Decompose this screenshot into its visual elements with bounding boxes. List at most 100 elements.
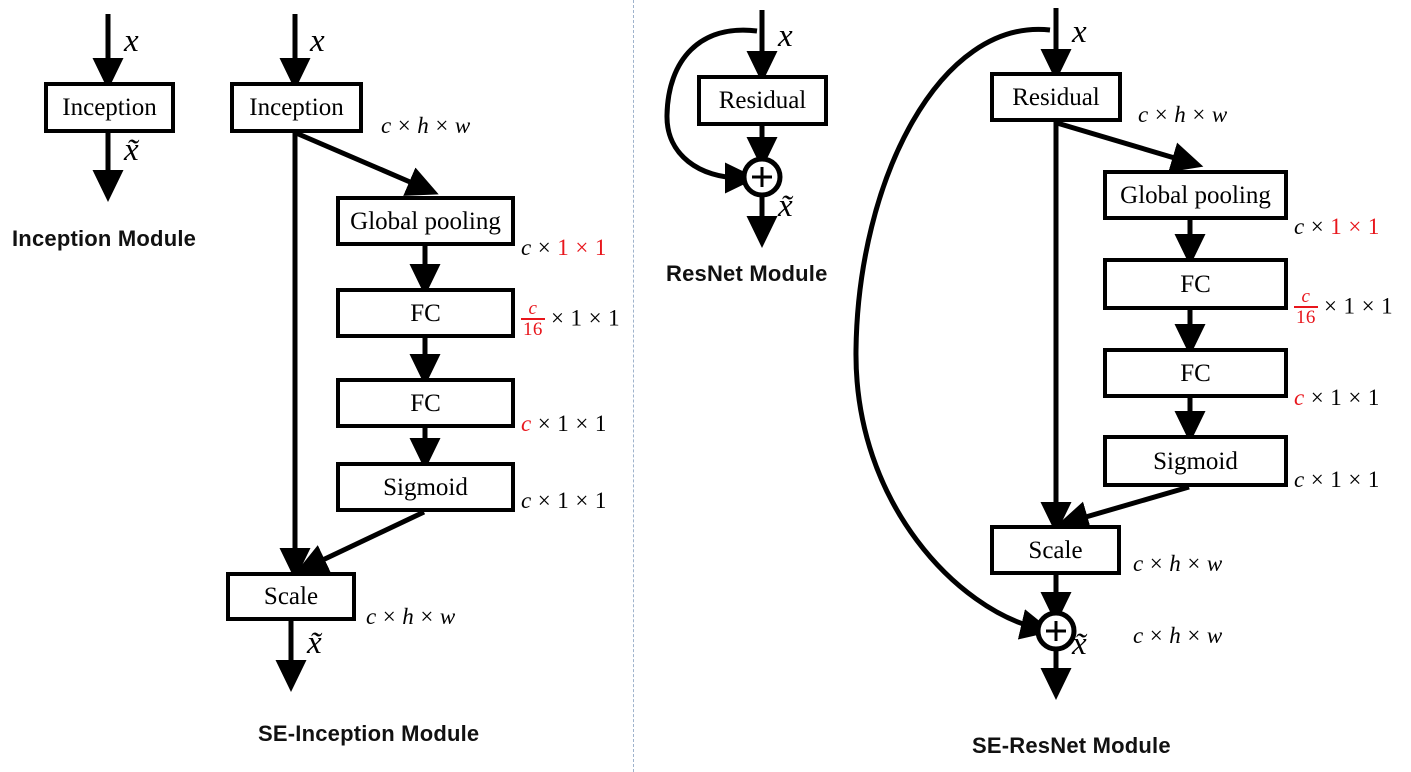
block-scale-se-inception[interactable]: Scale (226, 572, 356, 621)
shape-label-scale-se-inception: c × h × w (366, 605, 456, 628)
times-sign: × (1310, 467, 1325, 492)
times-sign: × (537, 411, 552, 436)
shape-one: 1 (1330, 214, 1343, 239)
shape-w: w (454, 113, 471, 138)
caption-resnet-module: ResNet Module (666, 261, 828, 286)
block-label: Scale (1028, 536, 1083, 564)
times-sign: × (1187, 551, 1201, 576)
output-symbol-xtilde-se-inception: x̃ (307, 625, 322, 661)
shape-w: w (439, 604, 456, 629)
times-sign: × (588, 305, 602, 331)
block-residual-se[interactable]: Residual (990, 72, 1122, 122)
shape-w: w (1206, 551, 1223, 576)
shape-one: 1 (570, 305, 583, 331)
block-fc2-se-inception[interactable]: FC (336, 378, 515, 428)
block-label: Global pooling (1120, 181, 1271, 209)
block-sigmoid-se-inception[interactable]: Sigmoid (336, 462, 515, 512)
times-sign: × (537, 235, 552, 260)
times-sign: × (1192, 102, 1206, 127)
shape-label-scale-se-resnet: c × h × w (1133, 552, 1223, 575)
block-label: Inception (249, 94, 344, 121)
times-sign: × (575, 488, 589, 513)
times-sign: × (397, 113, 412, 138)
times-sign: × (1323, 293, 1338, 319)
block-label: FC (1180, 270, 1211, 298)
shape-label-residual: c × h × w (1138, 103, 1228, 126)
times-sign: × (1154, 102, 1169, 127)
denominator: 16 (523, 319, 543, 340)
times-sign: × (435, 113, 449, 138)
block-label: FC (1180, 359, 1211, 387)
shape-one: 1 (594, 235, 607, 260)
block-fc1-se-inception[interactable]: FC (336, 288, 515, 338)
times-sign: × (1149, 623, 1164, 648)
shape-h: h (1174, 102, 1187, 127)
shape-one: 1 (1343, 293, 1356, 319)
shape-c: c (1294, 214, 1305, 239)
block-label: Inception (62, 94, 157, 121)
block-sigmoid-se-resnet[interactable]: Sigmoid (1103, 435, 1288, 487)
shape-one: 1 (557, 411, 570, 436)
block-residual-plain[interactable]: Residual (697, 75, 828, 126)
numerator: c (528, 298, 538, 319)
block-label: FC (410, 299, 441, 327)
shape-one: 1 (1330, 385, 1343, 410)
branch-to-global-pooling-se-resnet (1056, 120, 1204, 173)
block-fc2-se-resnet[interactable]: FC (1103, 348, 1288, 398)
denominator: 16 (1296, 307, 1316, 328)
block-inception-se[interactable]: Inception (230, 82, 363, 133)
input-symbol-x-inception: x (124, 23, 139, 59)
arrow-sigmoid-scale-se-resnet (1056, 484, 1190, 532)
times-sign: × (1348, 467, 1362, 492)
shape-label-sigmoid-se-inception: c × 1 × 1 (521, 489, 607, 512)
shape-label-fc2-se-resnet: c × 1 × 1 (1294, 386, 1380, 409)
shape-label-fc1-se-inception: c 16 × 1 × 1 (521, 298, 620, 340)
shape-one: 1 (557, 488, 570, 513)
shape-c: c (521, 235, 532, 260)
times-sign: × (1149, 551, 1164, 576)
block-label: Sigmoid (1153, 447, 1238, 475)
shape-one: 1 (1367, 467, 1380, 492)
shape-one: 1 (1381, 293, 1393, 319)
times-sign: × (1361, 293, 1375, 319)
shape-one: 1 (594, 411, 607, 436)
fraction-bar (521, 318, 545, 320)
times-sign: × (1348, 385, 1362, 410)
fraction-bar (1294, 306, 1318, 308)
shape-one: 1 (1367, 214, 1380, 239)
block-label: Residual (718, 87, 807, 114)
shape-c: c (1133, 551, 1144, 576)
block-inception-plain[interactable]: Inception (44, 82, 175, 133)
shape-label-sigmoid-se-resnet: c × 1 × 1 (1294, 468, 1380, 491)
arrow-sigmoid-scale-se-inception (295, 509, 426, 574)
block-global-pooling-se-inception[interactable]: Global pooling (336, 196, 515, 246)
shape-h: h (1169, 623, 1182, 648)
output-symbol-xtilde-se-resnet: x̃ (1072, 626, 1087, 662)
shape-one: 1 (608, 305, 620, 331)
shape-label-global-pooling-se-inception: c × 1 × 1 (521, 236, 607, 259)
caption-se-resnet-module: SE-ResNet Module (972, 733, 1171, 758)
block-scale-se-resnet[interactable]: Scale (990, 525, 1121, 575)
shape-c: c (1294, 467, 1305, 492)
block-fc1-se-resnet[interactable]: FC (1103, 258, 1288, 310)
panel-divider (633, 0, 634, 772)
block-global-pooling-se-resnet[interactable]: Global pooling (1103, 170, 1288, 220)
caption-inception-module: Inception Module (12, 226, 197, 251)
numerator: c (1301, 286, 1311, 307)
shape-one: 1 (1330, 467, 1343, 492)
shape-c: c (1294, 385, 1305, 410)
shape-h: h (417, 113, 430, 138)
skip-connection-resnet (664, 27, 758, 194)
shape-c: c (381, 113, 392, 138)
block-label: Scale (263, 583, 319, 610)
block-label: FC (410, 389, 441, 417)
times-sign: × (550, 305, 565, 331)
shape-c: c (521, 488, 532, 513)
block-label: Residual (1012, 83, 1100, 111)
shape-h: h (402, 604, 415, 629)
shape-c: c (521, 411, 532, 436)
times-sign: × (1187, 623, 1201, 648)
times-sign: × (420, 604, 434, 629)
shape-label-sum-se-resnet: c × h × w (1133, 624, 1223, 647)
